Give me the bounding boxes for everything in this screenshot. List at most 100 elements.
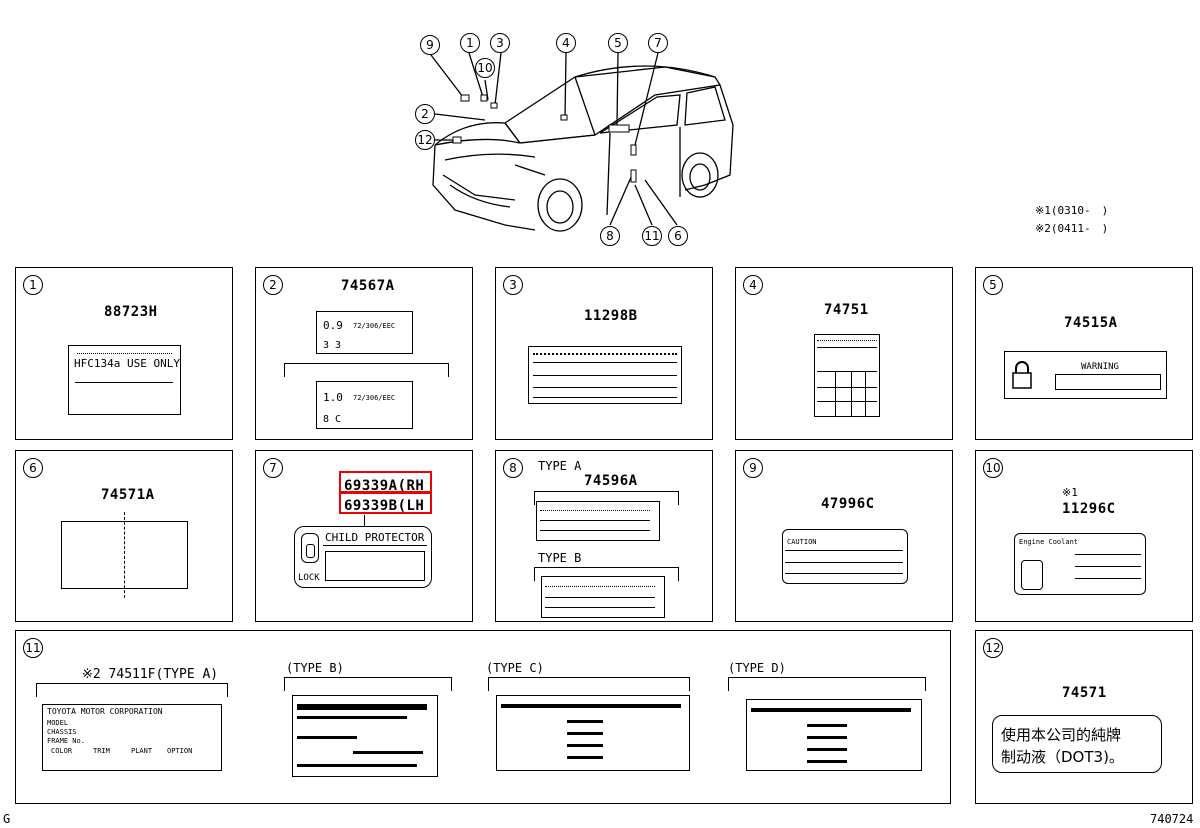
type-a-label: TYPE A (538, 459, 582, 473)
plate-row: MODEL (47, 719, 69, 727)
panel-11: 11 ※2 74511F(TYPE A) TOYOTA MOTOR CORPOR… (15, 630, 951, 804)
panel-index: 9 (743, 458, 763, 478)
note-2: ※2(0411- ) (1035, 222, 1109, 235)
ac-label: HFC134a USE ONLY (68, 345, 181, 415)
label-text: WARNING (1081, 362, 1119, 372)
part-number: 74571A (101, 487, 155, 503)
footer-right: 740724 (1150, 812, 1194, 826)
label-value: 72/306/EEC (353, 394, 396, 402)
panel-1: 1 88723H HFC134a USE ONLY (15, 267, 233, 440)
plate-col: TRIM (93, 747, 110, 755)
emission-label-b: 1.0 72/306/EEC 8 C (316, 381, 413, 429)
part-number: 47996C (821, 496, 875, 512)
plate-col: PLANT (131, 747, 153, 755)
panel-index: 12 (983, 638, 1003, 658)
panel-index: 11 (23, 638, 43, 658)
callout-12: 12 (415, 130, 435, 150)
panel-12: 12 74571 使用本公司的純牌 制动液（DOT3)。 (975, 630, 1193, 804)
callout-1: 1 (460, 33, 480, 53)
label-type-b (541, 576, 665, 618)
label-line: 使用本公司的純牌 (1001, 726, 1122, 744)
tire-label (814, 334, 880, 417)
bracket (36, 683, 228, 697)
panel-10: 10 ※1 11296C Engine Coolant (975, 450, 1193, 622)
part-number: 74567A (341, 278, 395, 294)
label-text: CAUTION (787, 538, 817, 546)
panel-index: 5 (983, 275, 1003, 295)
child-protector-label: CHILD PROTECTOR LOCK (294, 526, 432, 588)
coolant-icon (1021, 560, 1043, 590)
switch-icon (301, 533, 319, 563)
label-text: Engine Coolant (1019, 538, 1079, 546)
panel-6: 6 74571A (15, 450, 233, 622)
text-field (325, 551, 425, 581)
label-text: CHILD PROTECTOR (325, 531, 425, 544)
note-1: ※1(0310- ) (1035, 204, 1109, 217)
callout-6: 6 (668, 226, 688, 246)
lock-text: LOCK (298, 573, 320, 583)
label-value: 72/306/EEC (353, 322, 396, 330)
panel-7: 7 69339A(RH 69339B(LH CHILD PROTECTOR LO… (255, 450, 473, 622)
callout-10: 10 (475, 58, 495, 78)
part-number-type-a: ※2 74511F(TYPE A) (82, 667, 219, 682)
plate-title: TOYOTA MOTOR CORPORATION (47, 707, 163, 716)
callout-3: 3 (490, 33, 510, 53)
callout-7: 7 (648, 33, 668, 53)
callout-8: 8 (600, 226, 620, 246)
panel-9: 9 47996C CAUTION (735, 450, 953, 622)
info-label (528, 346, 682, 404)
part-number: 11298B (584, 308, 638, 324)
panel-5: 5 74515A WARNING (975, 267, 1193, 440)
brake-fluid-label: 使用本公司的純牌 制动液（DOT3)。 (992, 715, 1162, 773)
vehicle-plate-d (746, 699, 922, 771)
label-type-a (536, 501, 660, 541)
lock-icon (1011, 360, 1033, 390)
vehicle-plate-b (292, 695, 438, 777)
type-d-label: (TYPE D) (728, 661, 786, 675)
label-value: 0.9 (323, 319, 343, 332)
highlight-lh (339, 492, 432, 514)
panel-index: 4 (743, 275, 763, 295)
panel-8: 8 TYPE A 74596A TYPE B (495, 450, 713, 622)
text-field (1055, 374, 1161, 390)
vehicle-plate-c (496, 695, 690, 771)
highlight-rh (339, 471, 432, 493)
bracket (488, 677, 690, 691)
panel-index: 10 (983, 458, 1003, 478)
bracket (534, 567, 679, 581)
label-text: HFC134a USE ONLY (74, 357, 180, 370)
plate-col: OPTION (167, 747, 193, 755)
plate-row: FRAME No. (47, 737, 85, 745)
callout-11: 11 (642, 226, 662, 246)
bracket (284, 677, 452, 691)
label-value: 3 3 (323, 340, 342, 351)
part-number: 74596A (584, 473, 638, 489)
bracket (284, 363, 449, 377)
callout-2: 2 (415, 104, 435, 124)
panel-index: 7 (263, 458, 283, 478)
plate-col: COLOR (51, 747, 73, 755)
plate-row: CHASSIS (47, 728, 77, 736)
part-note: ※1 (1062, 486, 1078, 499)
vehicle-diagram (430, 52, 734, 232)
part-number: 74751 (824, 302, 869, 318)
callout-4: 4 (556, 33, 576, 53)
panel-index: 2 (263, 275, 283, 295)
caution-label: CAUTION (782, 529, 908, 584)
bracket (534, 491, 679, 505)
type-b-label: TYPE B (538, 551, 582, 565)
panel-index: 6 (23, 458, 43, 478)
callout-5: 5 (608, 33, 628, 53)
panel-4: 4 74751 (735, 267, 953, 440)
panel-index: 3 (503, 275, 523, 295)
warning-label: WARNING (1004, 351, 1167, 399)
part-number: 74571 (1062, 685, 1107, 701)
panel-3: 3 11298B (495, 267, 713, 440)
blank-label (61, 512, 188, 598)
type-b-label: (TYPE B) (286, 661, 344, 675)
footer-left: G (3, 812, 11, 826)
label-value: 1.0 (323, 391, 343, 404)
vehicle-plate-a: TOYOTA MOTOR CORPORATION MODEL CHASSIS F… (42, 704, 222, 771)
label-value: 8 C (323, 414, 342, 425)
part-number-lh: 69339B(LH (344, 498, 425, 514)
